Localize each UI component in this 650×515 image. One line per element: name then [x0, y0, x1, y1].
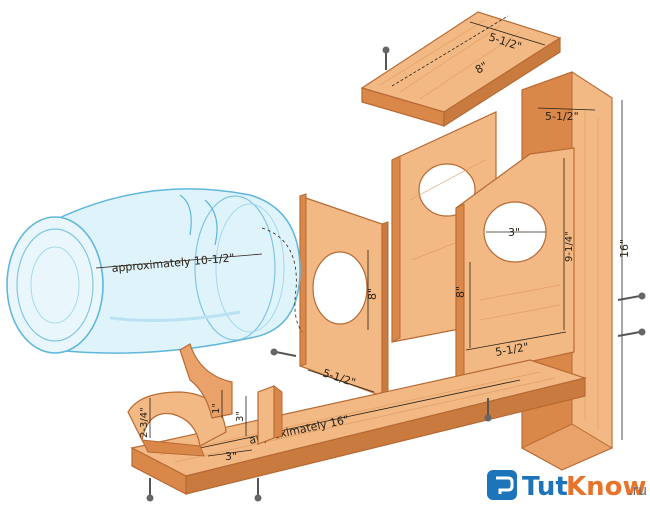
side-panel	[299, 193, 389, 397]
dim-cradle-small: 1"	[211, 403, 222, 414]
cradle-front	[127, 391, 227, 457]
dim-cradle-height: 2-3/4"	[139, 407, 150, 438]
roof-board	[360, 11, 562, 128]
screw-icon	[617, 292, 646, 301]
dim-cradle-width: 3"	[225, 450, 237, 463]
dim-post-height: 3"	[235, 411, 246, 422]
base-board	[130, 359, 588, 495]
screw-icon	[270, 348, 297, 357]
dim-roof-length: 8"	[473, 59, 490, 76]
dim-front-height: 8"	[366, 288, 379, 300]
watermark-know: Know	[566, 472, 647, 502]
front-panel	[455, 147, 575, 379]
cradle-post	[257, 385, 283, 445]
dim-side-height: 8"	[454, 286, 467, 298]
watermark-logo: Tut Know .ru	[487, 470, 647, 502]
guide-line	[261, 227, 303, 333]
screw-icon	[382, 46, 390, 70]
screw-icon	[254, 478, 262, 502]
screw-icon	[146, 478, 154, 502]
glass-jar	[6, 188, 301, 354]
watermark-ru: .ru	[628, 483, 647, 499]
dim-panel-hole: 3"	[508, 226, 520, 239]
dim-panel-height: 9-1/4"	[564, 231, 575, 262]
screw-icon	[617, 328, 646, 337]
dim-panel-width: 5-1/2"	[494, 340, 529, 359]
watermark-tut: Tut	[522, 472, 568, 502]
dim-back-height: 16"	[618, 239, 631, 258]
screw-icon	[484, 398, 492, 422]
cradle-back	[179, 343, 233, 419]
dim-back-width: 5-1/2"	[545, 110, 579, 123]
